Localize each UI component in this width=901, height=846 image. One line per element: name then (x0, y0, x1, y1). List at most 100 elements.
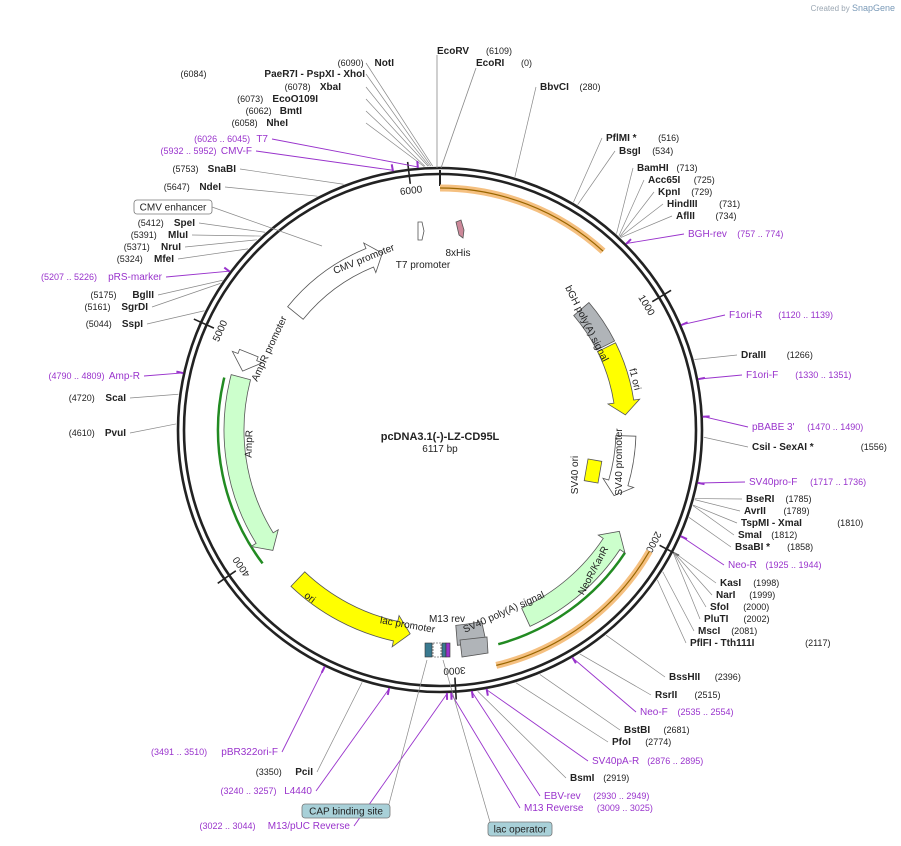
site-position: (5371) (124, 242, 150, 252)
primer-site-name: F1ori-R (729, 310, 762, 321)
primer-site-name: M13/pUC Reverse (268, 821, 351, 832)
site-position: (734) (716, 211, 737, 221)
site-position: (2515) (695, 690, 721, 700)
leader-line (618, 179, 645, 237)
primer-site-name: Neo-R (728, 560, 757, 571)
enzyme-site-name: BssHII (669, 672, 700, 683)
leader-line (673, 553, 701, 620)
feature-label: SV40 ori (570, 456, 581, 494)
site-position: (5647) (164, 182, 190, 192)
enzyme-site-name: KasI (720, 578, 741, 589)
enzyme-site-name: PflMI * (606, 133, 637, 144)
features (216, 184, 653, 669)
plasmid-name: pcDNA3.1(-)-LZ-CD95L (381, 431, 500, 443)
site-position: (280) (580, 82, 601, 92)
site-position: (2000) (743, 602, 769, 612)
site-position: (2535 .. 2554) (678, 707, 734, 717)
site-position: (0) (521, 58, 532, 68)
enzyme-site-name: AflII (676, 211, 695, 222)
enzyme-site-name: SfoI (710, 602, 729, 613)
leader-line (177, 248, 249, 260)
leader-line (365, 86, 430, 167)
site-position: (1858) (787, 542, 813, 552)
leader-line (620, 215, 673, 238)
site-position: (6109) (486, 46, 512, 56)
primer-tick (223, 266, 231, 273)
leader-line (539, 674, 621, 731)
site-position: (1785) (786, 494, 812, 504)
ruler-tick (454, 677, 458, 700)
feature-label: 8xHis (445, 248, 470, 259)
primer-site-name: pRS-marker (108, 272, 163, 283)
ruler-tick-label: 5000 (211, 318, 230, 343)
site-position: (2117) (805, 638, 830, 648)
leader-line (198, 222, 266, 233)
feature-label: SV40 promoter (614, 428, 625, 496)
leader-line (281, 667, 325, 753)
site-position: (5044) (86, 319, 112, 329)
neor-feature (521, 530, 626, 627)
primer-tick (680, 535, 688, 540)
feature-box-label: lac operator (494, 825, 547, 836)
enzyme-site-name: MscI (698, 626, 720, 637)
primer-tick (320, 665, 326, 674)
enzyme-site-name: PciI (295, 767, 313, 778)
leader-line (673, 552, 707, 608)
enzyme-site-name: BamHI (637, 163, 669, 174)
neo-cds-arc (497, 552, 626, 646)
site-position: (2919) (603, 773, 629, 783)
feature-label: ori (302, 590, 318, 606)
site-position: (3240 .. 3257) (220, 786, 276, 796)
site-position: (1266) (787, 350, 813, 360)
f1-ori-feature (597, 342, 641, 416)
primer-site-name: pBR322ori-F (221, 747, 278, 758)
site-position: (5412) (138, 218, 164, 228)
m13-rev-block (445, 642, 451, 658)
leader-line (365, 62, 433, 167)
leader-line (271, 138, 418, 168)
site-position: (1717 .. 1736) (810, 477, 866, 487)
site-position: (2930 .. 2949) (593, 791, 649, 801)
site-position: (1998) (753, 578, 779, 588)
site-position: (4790 .. 4809) (48, 371, 104, 381)
snapgene-credit: Created by SnapGene (811, 3, 895, 13)
enzyme-site-name: SgrDI (121, 302, 148, 313)
site-position: (1470 .. 1490) (807, 422, 863, 432)
sv40-polya-block (459, 636, 489, 658)
enzyme-site-name: KpnI (658, 187, 680, 198)
leader-line (146, 310, 205, 325)
enzyme-site-name: SnaBI (208, 164, 237, 175)
leader-line (692, 504, 738, 524)
ruler-tick-label: 3000 (443, 664, 466, 676)
site-position: (2774) (645, 737, 671, 747)
t7-promoter-feature (417, 221, 425, 241)
primer-site-name: Amp-R (109, 371, 140, 382)
site-position: (2081) (731, 626, 757, 636)
primer-tick (485, 688, 489, 696)
leader-line (626, 233, 685, 244)
leader-line (703, 436, 749, 448)
enzyme-site-name: DraIII (741, 350, 766, 361)
enzyme-site-name: SpeI (174, 218, 195, 229)
sv40-ori-feature (583, 458, 603, 484)
site-position: (6090) (338, 58, 364, 68)
leader-line (255, 150, 393, 171)
site-position: (5391) (131, 230, 157, 240)
credit-brand: SnapGene (851, 3, 895, 13)
leader-line (688, 517, 732, 548)
leader-line (673, 551, 717, 584)
ruler-tick-label: 6000 (399, 184, 423, 198)
leader-line (579, 653, 652, 696)
site-position: (1999) (749, 590, 775, 600)
leader-line (619, 203, 664, 238)
enzyme-site-name: HindIII (667, 199, 698, 210)
enzyme-site-name: PaeR7I - PspXI - XhoI (264, 69, 365, 80)
primer-site-name: BGH-rev (688, 229, 727, 240)
site-position: (1120 .. 1139) (778, 310, 833, 320)
leader-line (682, 314, 726, 326)
leader-line (365, 110, 426, 167)
leader-line (184, 239, 257, 248)
leader-line (365, 73, 432, 167)
ampr-promoter-feature (231, 348, 264, 372)
primer-tick (571, 656, 577, 664)
